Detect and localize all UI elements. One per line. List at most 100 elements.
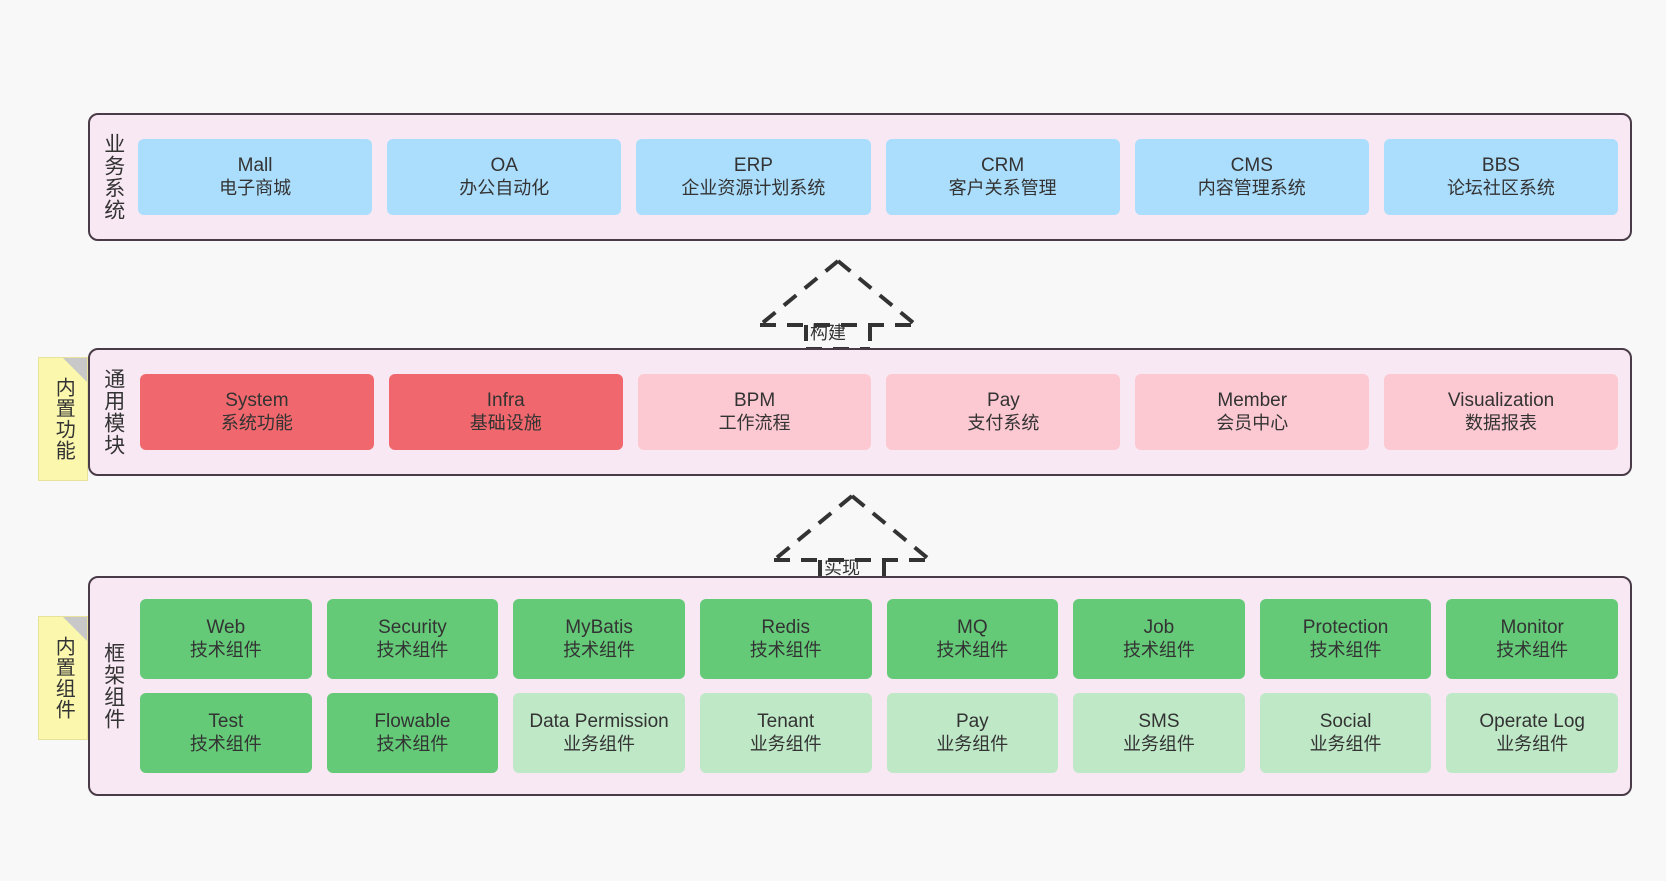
cell-subtitle: 技术组件 [189,733,262,754]
business-component-social[interactable]: Social 业务组件 [1259,693,1432,773]
cell-title: BBS [1481,155,1520,177]
module-member[interactable]: Member 会员中心 [1135,374,1370,450]
tech-component-protection[interactable]: Protection 技术组件 [1259,599,1432,679]
cell-subtitle: 业务组件 [749,733,822,754]
tech-component-mybatis[interactable]: MyBatis 技术组件 [513,599,685,679]
cell-title: Test [208,711,244,733]
module-pay[interactable]: Pay 支付系统 [886,374,1121,450]
layer-body-common-modules: System 系统功能 Infra 基础设施 BPM 工作流程 Pay 支付系统… [136,350,1630,474]
business-system-erp[interactable]: ERP 企业资源计划系统 [636,139,871,215]
cell-title: Visualization [1447,390,1555,412]
layer-label-common-modules: 通用模块 [101,368,125,456]
module-system[interactable]: System 系统功能 [140,374,374,450]
tech-component-web[interactable]: Web 技术组件 [140,599,312,679]
tech-component-test[interactable]: Test 技术组件 [140,693,312,773]
cell-subtitle: 办公自动化 [459,177,550,198]
cell-subtitle: 业务组件 [1496,733,1569,754]
tech-component-security[interactable]: Security 技术组件 [326,599,499,679]
layer-label-business-systems: 业务系统 [101,133,125,221]
cell-title: Operate Log [1479,711,1585,733]
cell-subtitle: 技术组件 [1309,639,1382,660]
tech-component-mq[interactable]: MQ 技术组件 [886,599,1059,679]
page-fold-icon [63,617,87,641]
cell-title: Infra [486,390,525,412]
cell-subtitle: 技术组件 [189,639,262,660]
cell-subtitle: 技术组件 [749,639,822,660]
sticky-note-text: 内置功能 [52,377,75,461]
cell-subtitle: 客户关系管理 [948,177,1057,198]
cell-title: Tenant [757,711,815,733]
business-system-oa[interactable]: OA 办公自动化 [387,139,622,215]
cell-title: Redis [761,617,810,639]
cell-subtitle: 技术组件 [1496,639,1569,660]
cell-title: Protection [1302,617,1389,639]
cell-subtitle: 业务组件 [1309,733,1382,754]
cell-title: Web [206,617,246,639]
cell-subtitle: 论坛社区系统 [1446,177,1555,198]
cell-title: OA [490,155,518,177]
cell-title: MyBatis [565,617,633,639]
cell-title: Member [1217,390,1288,412]
cell-subtitle: 内容管理系统 [1197,177,1306,198]
sticky-note-builtin-components: 内置组件 [38,616,88,740]
cell-title: Data Permission [529,711,669,733]
layer-framework-components: 框架组件 Web 技术组件 Security 技术组件 MyBatis 技术组件… [88,576,1632,796]
cell-subtitle: 业务组件 [936,733,1009,754]
layer-business-systems: 业务系统 Mall 电子商城 OA 办公自动化 ERP 企业资源计划系统 CRM… [88,113,1632,241]
cell-title: Flowable [374,711,451,733]
sticky-note-builtin-functions: 内置功能 [38,357,88,481]
cell-subtitle: 业务组件 [563,733,636,754]
layer-body-framework-components: Web 技术组件 Security 技术组件 MyBatis 技术组件 Redi… [136,578,1630,794]
business-system-mall[interactable]: Mall 电子商城 [138,139,373,215]
cell-title: Social [1319,711,1372,733]
cell-title: MQ [957,617,988,639]
cell-subtitle: 会员中心 [1216,412,1289,433]
business-component-tenant[interactable]: Tenant 业务组件 [699,693,872,773]
cell-subtitle: 技术组件 [376,733,449,754]
business-system-bbs[interactable]: BBS 论坛社区系统 [1383,139,1619,215]
business-system-crm[interactable]: CRM 客户关系管理 [885,139,1120,215]
cell-title: SMS [1138,711,1180,733]
cell-subtitle: 数据报表 [1465,412,1538,433]
business-system-cms[interactable]: CMS 内容管理系统 [1134,139,1369,215]
cell-subtitle: 系统功能 [220,412,293,433]
module-bpm[interactable]: BPM 工作流程 [637,374,872,450]
cell-title: Job [1143,617,1175,639]
cell-subtitle: 支付系统 [967,412,1040,433]
cell-subtitle: 技术组件 [563,639,636,660]
cell-title: Security [378,617,447,639]
tech-component-monitor[interactable]: Monitor 技术组件 [1446,599,1618,679]
arrow-build: 构建 [748,255,928,351]
layer-row: Mall 电子商城 OA 办公自动化 ERP 企业资源计划系统 CRM 客户关系… [138,139,1619,215]
cell-title: CRM [980,155,1025,177]
cell-subtitle: 企业资源计划系统 [681,177,826,198]
tech-component-flowable[interactable]: Flowable 技术组件 [326,693,499,773]
cell-title: Monitor [1500,617,1564,639]
business-component-pay[interactable]: Pay 业务组件 [886,693,1059,773]
page-fold-icon [63,358,87,382]
cell-title: Pay [987,390,1020,412]
cell-title: System [225,390,289,412]
layer-row-business: Test 技术组件 Flowable 技术组件 Data Permission … [140,693,1618,773]
cell-title: Pay [955,711,989,733]
layer-common-modules: 通用模块 System 系统功能 Infra 基础设施 BPM 工作流程 Pay… [88,348,1632,476]
cell-title: BPM [733,390,776,412]
layer-row-technical: Web 技术组件 Security 技术组件 MyBatis 技术组件 Redi… [140,599,1618,679]
business-component-sms[interactable]: SMS 业务组件 [1073,693,1245,773]
arrow-implement: 实现 [762,490,942,586]
layer-label-framework-components: 框架组件 [101,642,125,730]
tech-component-redis[interactable]: Redis 技术组件 [699,599,872,679]
business-component-data-permission[interactable]: Data Permission 业务组件 [513,693,685,773]
module-infra[interactable]: Infra 基础设施 [388,374,623,450]
cell-subtitle: 技术组件 [376,639,449,660]
business-component-operate-log[interactable]: Operate Log 业务组件 [1446,693,1618,773]
cell-subtitle: 技术组件 [936,639,1009,660]
cell-subtitle: 工作流程 [718,412,791,433]
tech-component-job[interactable]: Job 技术组件 [1073,599,1245,679]
module-visualization[interactable]: Visualization 数据报表 [1384,374,1618,450]
cell-subtitle: 技术组件 [1122,639,1195,660]
cell-subtitle: 业务组件 [1122,733,1195,754]
layer-body-business-systems: Mall 电子商城 OA 办公自动化 ERP 企业资源计划系统 CRM 客户关系… [136,115,1630,239]
layer-row: System 系统功能 Infra 基础设施 BPM 工作流程 Pay 支付系统… [140,374,1618,450]
